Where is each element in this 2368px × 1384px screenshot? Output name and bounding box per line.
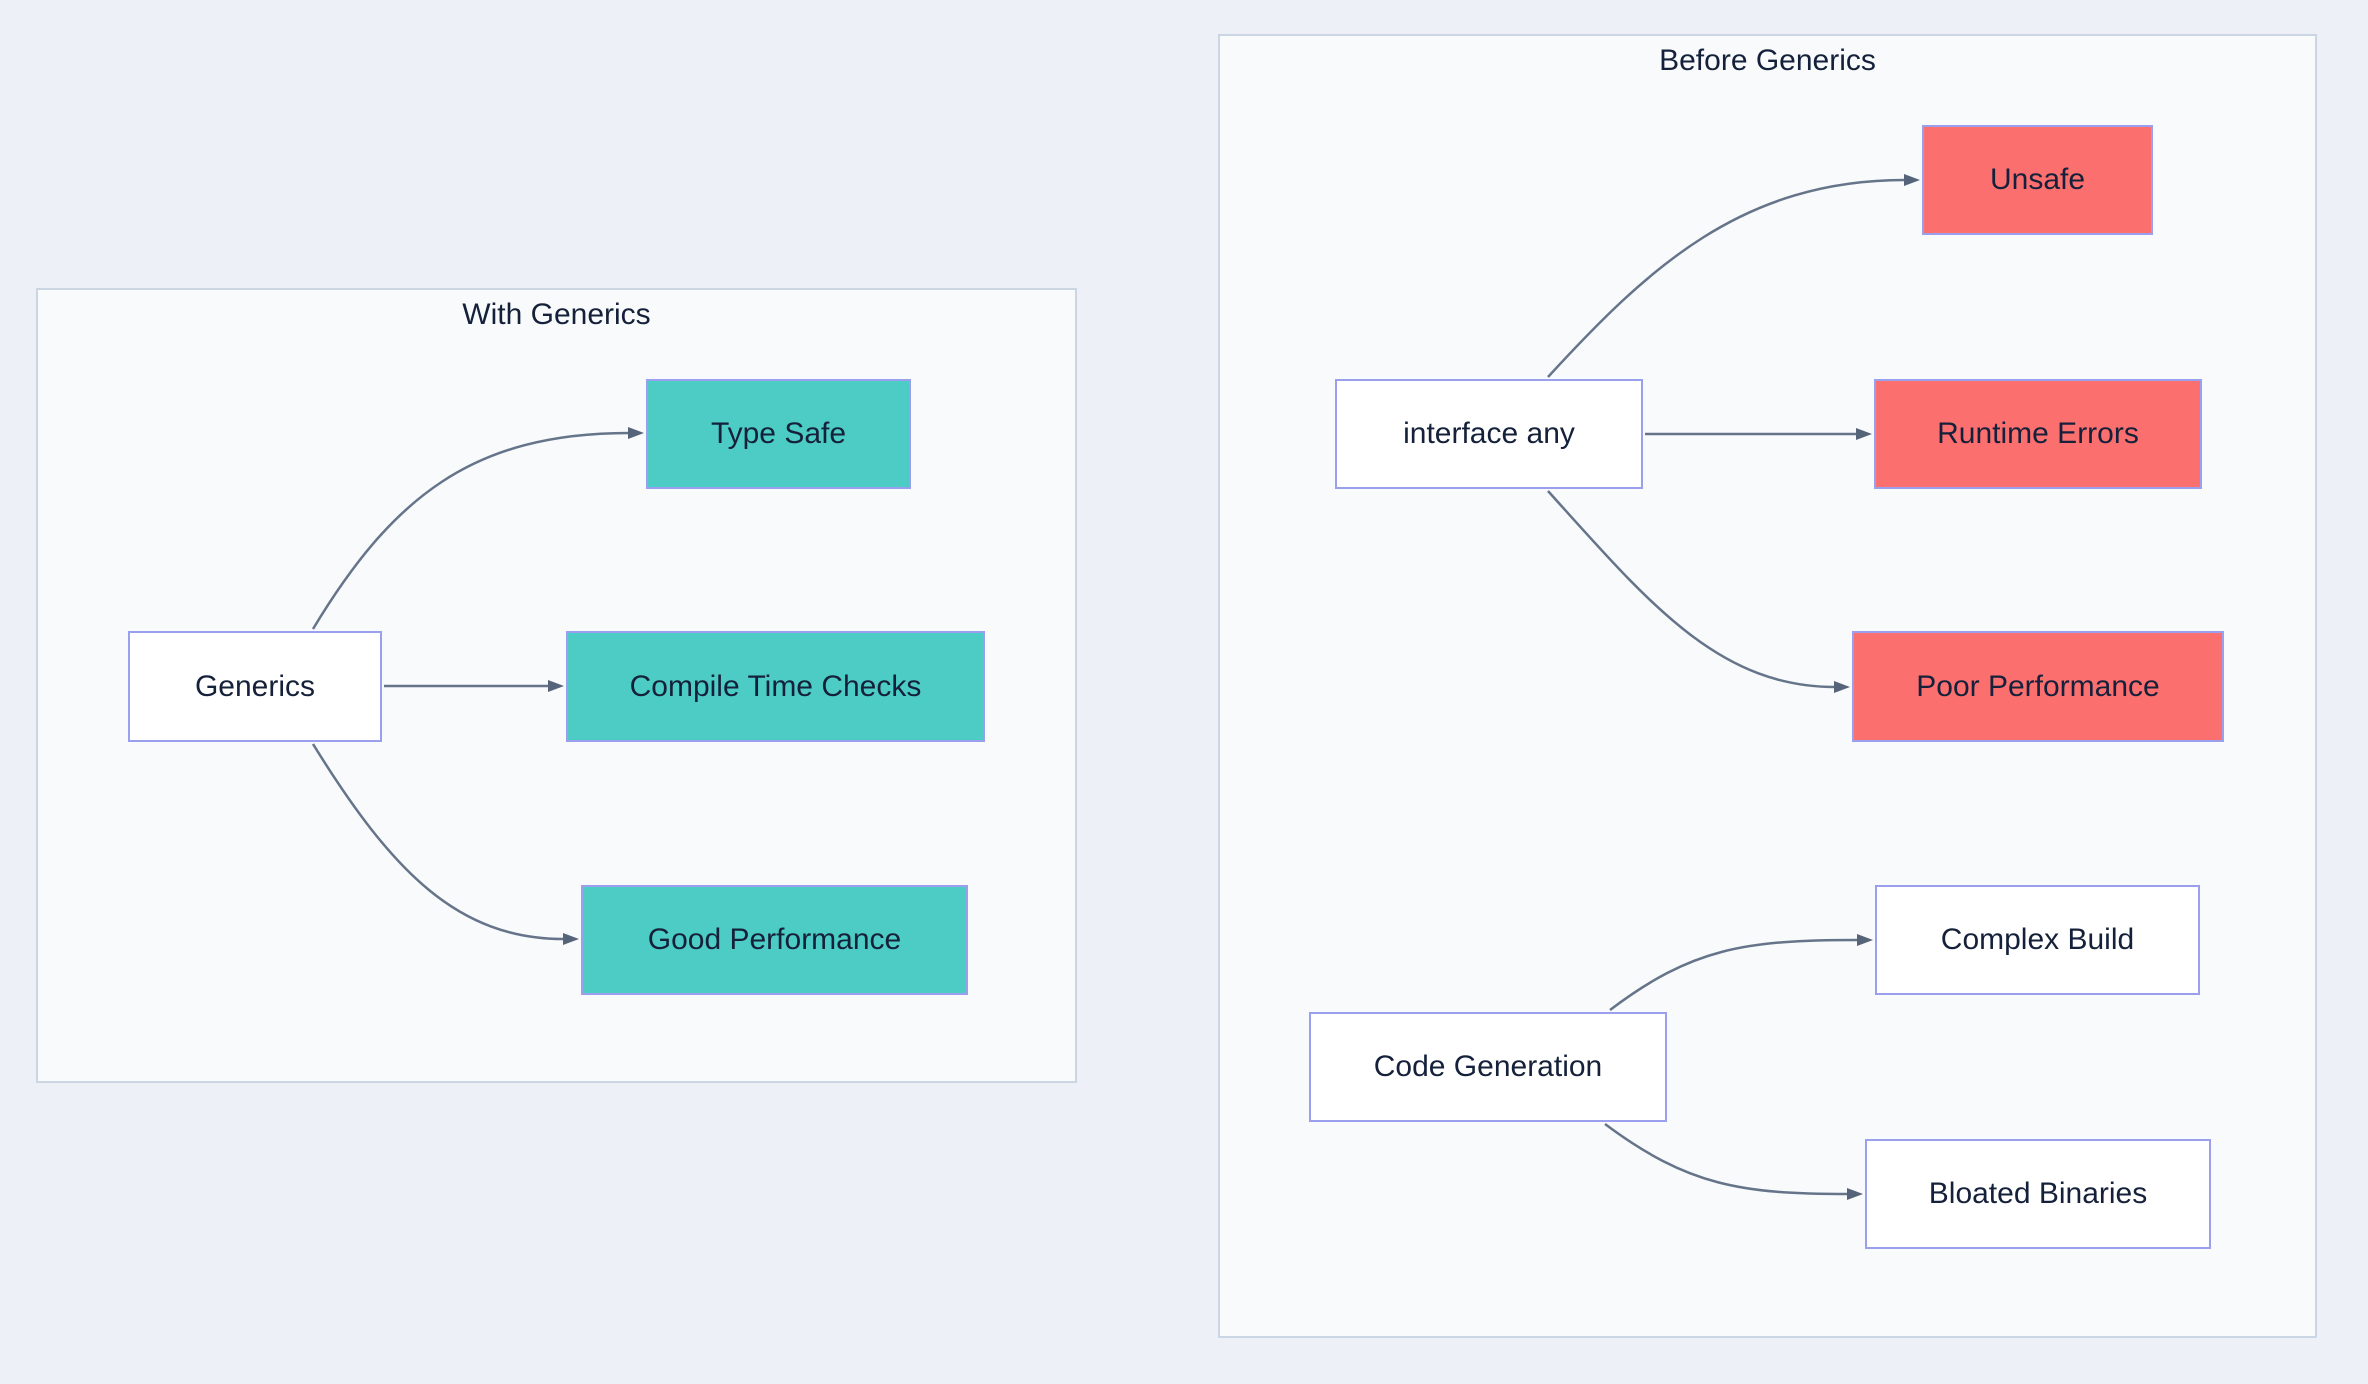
node-poor-performance: Poor Performance — [1852, 631, 2224, 742]
subgraph-title-before-generics: Before Generics — [1659, 44, 1876, 77]
edge-interface-any-poor-performance — [1547, 490, 1850, 693]
node-compile-time-checks: Compile Time Checks — [566, 631, 985, 742]
node-label: Complex Build — [1940, 923, 2135, 956]
node-label: Generics — [194, 669, 316, 703]
node-label: Unsafe — [1989, 163, 2086, 196]
node-label: Good Performance — [647, 923, 902, 956]
node-code-generation: Code Generation — [1309, 1012, 1667, 1122]
node-label: Code Generation — [1373, 1050, 1603, 1083]
edge-code-generation-bloated-binaries — [1604, 1122, 1863, 1200]
node-label: Runtime Errors — [1937, 417, 2139, 450]
node-interface-any: interface any — [1335, 379, 1643, 489]
node-complex-build: Complex Build — [1875, 885, 2200, 995]
edge-code-generation-complex-build — [1609, 934, 1873, 1011]
node-label: Compile Time Checks — [629, 669, 922, 703]
node-label: Bloated Binaries — [1928, 1177, 2148, 1210]
subgraph-title-with-generics: With Generics — [462, 298, 651, 331]
node-label: Poor Performance — [1916, 669, 2160, 703]
edge-interface-any-unsafe — [1547, 174, 1920, 378]
node-bloated-binaries: Bloated Binaries — [1865, 1139, 2211, 1249]
node-generics: Generics — [128, 631, 382, 742]
edge-generics-good-performance — [311, 743, 579, 945]
node-label: Type Safe — [710, 417, 847, 450]
node-label: interface any — [1403, 417, 1575, 450]
node-unsafe: Unsafe — [1922, 125, 2153, 235]
node-type-safe: Type Safe — [646, 379, 911, 489]
node-runtime-errors: Runtime Errors — [1874, 379, 2202, 489]
node-good-performance: Good Performance — [581, 885, 968, 995]
edge-generics-type-safe — [311, 427, 644, 630]
